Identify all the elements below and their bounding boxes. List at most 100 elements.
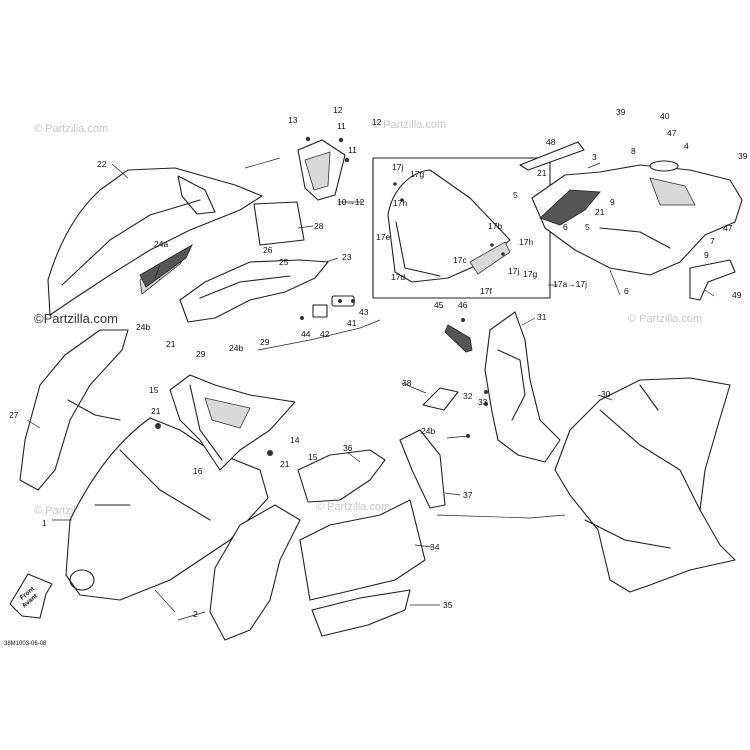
label-5b: 5 (585, 222, 590, 232)
label-17j-top: 17j (392, 162, 403, 172)
label-17e: 17e (376, 232, 390, 242)
part-number-labels: 1 2 3 4 5 5 6 6 7 8 9 9 10→12 11 11 12 1… (9, 105, 748, 619)
label-41: 41 (347, 318, 357, 328)
label-17h-right: 17h (519, 237, 533, 247)
label-47b: 47 (723, 223, 733, 233)
watermark-lower-center: © Partzilla.com (316, 501, 390, 513)
label-21a: 21 (537, 168, 547, 178)
label-28: 28 (314, 221, 324, 231)
label-24b-center: 24b (229, 343, 243, 353)
label-14: 14 (290, 435, 300, 445)
label-6b: 6 (624, 286, 629, 296)
label-9a: 9 (610, 197, 615, 207)
part-30-main-fairing (554, 377, 736, 593)
label-34: 34 (430, 542, 440, 552)
part-14-16-frame (155, 374, 296, 471)
label-33: 33 (478, 397, 488, 407)
label-17c: 17c (453, 255, 467, 265)
label-47a: 47 (667, 128, 677, 138)
label-10-to-12: 10→12 (337, 197, 365, 207)
label-4: 4 (684, 141, 689, 151)
part-3-tank-cover (519, 141, 743, 276)
label-12b: 12 (372, 117, 382, 127)
part-24a-grille (139, 244, 193, 288)
label-2: 2 (193, 609, 198, 619)
label-30: 30 (601, 389, 611, 399)
label-15b: 15 (308, 452, 318, 462)
watermark-top-center: © Partzilla.com (372, 119, 446, 131)
part-49-strip (689, 259, 736, 301)
label-24b-right: 24b (421, 426, 435, 436)
label-7: 7 (710, 236, 715, 246)
label-17b: 17b (488, 221, 502, 231)
label-43: 43 (359, 307, 369, 317)
label-16: 16 (193, 466, 203, 476)
label-3: 3 (592, 152, 597, 162)
label-27: 27 (9, 410, 19, 420)
label-35: 35 (443, 600, 453, 610)
watermark-right: © Partzilla.com (628, 313, 702, 325)
label-17g-right: 17g (523, 269, 537, 279)
label-22: 22 (97, 159, 107, 169)
label-17j-right: 17j (508, 266, 519, 276)
drawing-code: 38M1003-06-08 (4, 641, 47, 647)
watermark-top-left: © Partzilla.com (34, 123, 108, 135)
part-23-bracket (179, 259, 329, 323)
label-25: 25 (279, 257, 289, 267)
part-10-mount-bracket (297, 136, 350, 201)
label-5a: 5 (513, 190, 518, 200)
part-2-lower-panel (209, 504, 301, 641)
label-21b: 21 (595, 207, 605, 217)
front-direction-arrow: Front Avant (9, 573, 53, 619)
part-36-panel (297, 449, 386, 503)
label-15a: 15 (149, 385, 159, 395)
label-38: 38 (402, 378, 412, 388)
label-46: 46 (458, 300, 468, 310)
label-39b: 39 (738, 151, 748, 161)
label-17h-top: 17h (393, 198, 407, 208)
label-6a: 6 (563, 222, 568, 232)
label-49: 49 (732, 290, 742, 300)
label-31: 31 (537, 312, 547, 322)
label-17a-to-17j: 17a→17j (553, 279, 587, 289)
label-42: 42 (320, 329, 330, 339)
label-1: 1 (42, 518, 47, 528)
label-37: 37 (463, 490, 473, 500)
label-12a: 12 (333, 105, 343, 115)
label-21e: 21 (280, 459, 290, 469)
label-29b: 29 (260, 337, 270, 347)
label-26: 26 (263, 245, 273, 255)
label-44: 44 (301, 329, 311, 339)
label-8: 8 (631, 146, 636, 156)
part-38-cover (422, 387, 459, 411)
part-37-trim (399, 429, 446, 509)
label-11b: 11 (348, 145, 357, 155)
label-21c: 21 (166, 339, 176, 349)
label-23: 23 (342, 252, 352, 262)
part-34-panel (299, 499, 426, 601)
label-29a: 29 (196, 349, 206, 359)
label-24a: 24a (154, 239, 168, 249)
label-45: 45 (434, 300, 444, 310)
label-39a: 39 (616, 107, 626, 117)
label-17g-top: 17g (410, 169, 424, 179)
part-31-mount (466, 311, 561, 463)
part-28-panel (253, 201, 305, 246)
label-24b-left: 24b (136, 322, 150, 332)
label-21d: 21 (151, 406, 161, 416)
leader-lines (26, 157, 715, 621)
part-41-44-fasteners (300, 295, 355, 320)
label-13: 13 (288, 115, 298, 125)
label-9b: 9 (704, 250, 709, 260)
label-32: 32 (463, 391, 473, 401)
label-40: 40 (660, 111, 670, 121)
label-36: 36 (343, 443, 353, 453)
part-17-windshield-inset (372, 157, 551, 299)
label-17f: 17f (480, 286, 492, 296)
label-17d: 17d (391, 272, 405, 282)
part-27-side-fairing (19, 329, 129, 491)
label-11a: 11 (337, 121, 346, 131)
watermark-left: ©Partzilla.com (34, 311, 118, 326)
part-35-panel (311, 589, 411, 637)
